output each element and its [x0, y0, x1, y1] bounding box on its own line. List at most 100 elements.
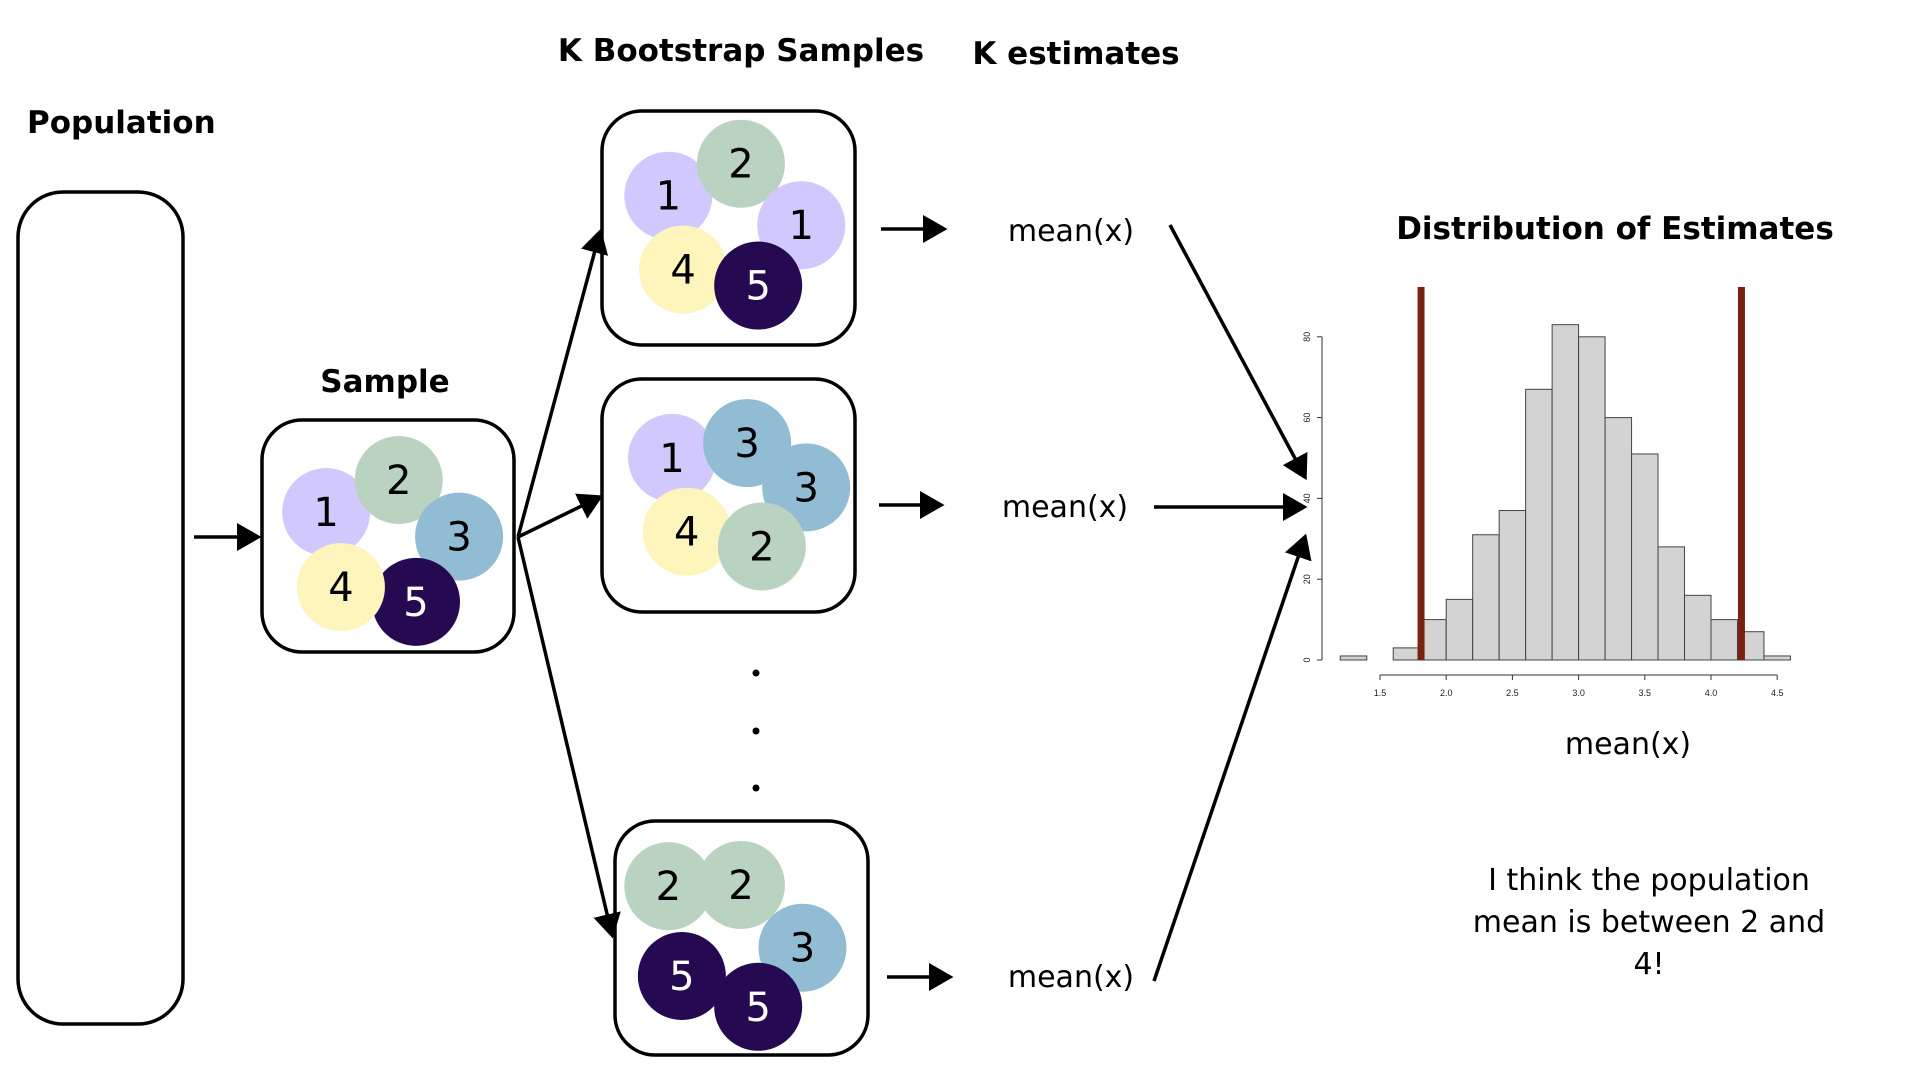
histogram-bar [1631, 453, 1659, 661]
bootstrap-box-1 [600, 109, 857, 347]
ball-label: 5 [745, 985, 770, 1031]
histogram-bar [1392, 647, 1421, 661]
arrow-sample-to-boot-2 [517, 493, 604, 539]
x-axis-label: mean(x) [1565, 727, 1691, 762]
bootstrap-3-ball: 5 [714, 962, 803, 1051]
conclusion-line-1: I think the population [1488, 863, 1810, 898]
ball-label: 2 [728, 863, 753, 909]
ball-circle [628, 413, 717, 502]
ball-circle [637, 932, 726, 1021]
histogram-bar [1710, 619, 1738, 661]
ball-circle [642, 487, 731, 576]
sample-ball: 3 [415, 492, 504, 581]
ball-circle [282, 468, 371, 557]
histogram-bar [1525, 388, 1553, 661]
ball-label: 2 [728, 142, 753, 188]
histogram-bar [1604, 417, 1633, 661]
histogram-bar [1339, 655, 1368, 661]
bootstrap-1-ball: 5 [714, 241, 803, 330]
bootstrap-2-ball: 4 [642, 487, 731, 576]
sample-ball: 5 [372, 557, 461, 646]
ball-circle [717, 502, 806, 591]
ball-label: 4 [674, 510, 699, 556]
y-tick-label: 0 [1302, 657, 1312, 662]
arrow-sample-to-boot-1 [516, 228, 609, 538]
ball-label: 1 [656, 174, 681, 220]
sample-ball: 4 [296, 543, 385, 632]
ball-label: 1 [789, 203, 814, 249]
ball-circle [696, 119, 785, 208]
estimate-label-2: mean(x) [1002, 490, 1128, 525]
arrows [194, 215, 1312, 991]
ball-label: 3 [790, 926, 815, 972]
histogram-bar [1551, 324, 1580, 661]
ball-label: 1 [659, 436, 684, 482]
conclusion-line-3: 4! [1633, 947, 1664, 982]
ball-circle [624, 842, 713, 931]
ball-label: 5 [403, 580, 428, 626]
arrow-estimate-k-to-dist [1152, 533, 1312, 982]
histogram-bar [1472, 534, 1500, 661]
sample-title: Sample [320, 364, 449, 400]
bootstrap-3-ball: 2 [696, 840, 785, 929]
ball-label: 5 [669, 954, 694, 1000]
ball-circle [624, 151, 713, 240]
y-tick-label: 80 [1302, 332, 1312, 342]
sample-box [260, 418, 516, 654]
x-tick-label: 2.5 [1506, 688, 1519, 698]
histogram-bar [1657, 546, 1686, 661]
ball-label: 4 [328, 565, 353, 611]
x-tick-label: 1.5 [1374, 688, 1387, 698]
ball-label: 3 [734, 421, 759, 467]
x-tick-label: 2.0 [1440, 688, 1453, 698]
chart-title: Distribution of Estimates [1396, 211, 1834, 247]
histogram-bar [1498, 510, 1527, 661]
ball-circle [296, 543, 385, 632]
ellipsis-dots [752, 669, 760, 792]
sample-ball: 1 [282, 468, 371, 557]
bootstrap-1-ball: 1 [624, 151, 713, 240]
ball-label: 2 [749, 524, 774, 570]
bootstrap-1-ball: 4 [639, 225, 728, 314]
population-title: Population [27, 105, 216, 141]
histogram-bar [1578, 336, 1606, 661]
ball-label: 2 [656, 864, 681, 910]
ball-label: 4 [670, 248, 695, 294]
ball-label: 3 [446, 515, 471, 561]
y-tick-label: 40 [1302, 493, 1312, 503]
y-tick-label: 20 [1302, 574, 1312, 584]
ball-circle [696, 840, 785, 929]
x-tick-label: 3.0 [1572, 688, 1585, 698]
ball-label: 5 [745, 264, 770, 310]
ball-circle [354, 436, 443, 525]
y-tick-label: 60 [1302, 413, 1312, 423]
ball-circle [714, 962, 803, 1051]
estimates-title: K estimates [972, 36, 1179, 72]
bootstrap-title: K Bootstrap Samples [558, 33, 924, 69]
histogram-bar [1445, 598, 1474, 661]
sample-ball: 2 [354, 436, 443, 525]
estimate-label-k: mean(x) [1008, 960, 1134, 995]
ball-circle [372, 557, 461, 646]
ball-circle [639, 225, 728, 314]
population-box [16, 190, 185, 1026]
ball-circle [714, 241, 803, 330]
bootstrap-2-ball: 1 [628, 413, 717, 502]
estimate-label-1: mean(x) [1008, 214, 1134, 249]
arrow-estimate-1-to-dist [1168, 224, 1308, 481]
ball-circle [415, 492, 504, 581]
ball-label: 3 [793, 465, 818, 511]
histogram: 1.5 2.0 2.5 3.0 3.5 4.0 4.5 0 20 40 60 80 [1302, 287, 1791, 698]
histogram-bar [1684, 594, 1712, 661]
x-tick-label: 4.0 [1705, 688, 1718, 698]
bootstrap-3-ball: 2 [624, 842, 713, 931]
arrow-sample-to-boot-k [516, 536, 621, 939]
conclusion-line-2: mean is between 2 and [1473, 905, 1825, 940]
x-tick-label: 3.5 [1639, 688, 1652, 698]
ball-label: 2 [386, 458, 411, 504]
x-tick-label: 4.5 [1771, 688, 1784, 698]
bootstrap-3-ball: 5 [637, 932, 726, 1021]
